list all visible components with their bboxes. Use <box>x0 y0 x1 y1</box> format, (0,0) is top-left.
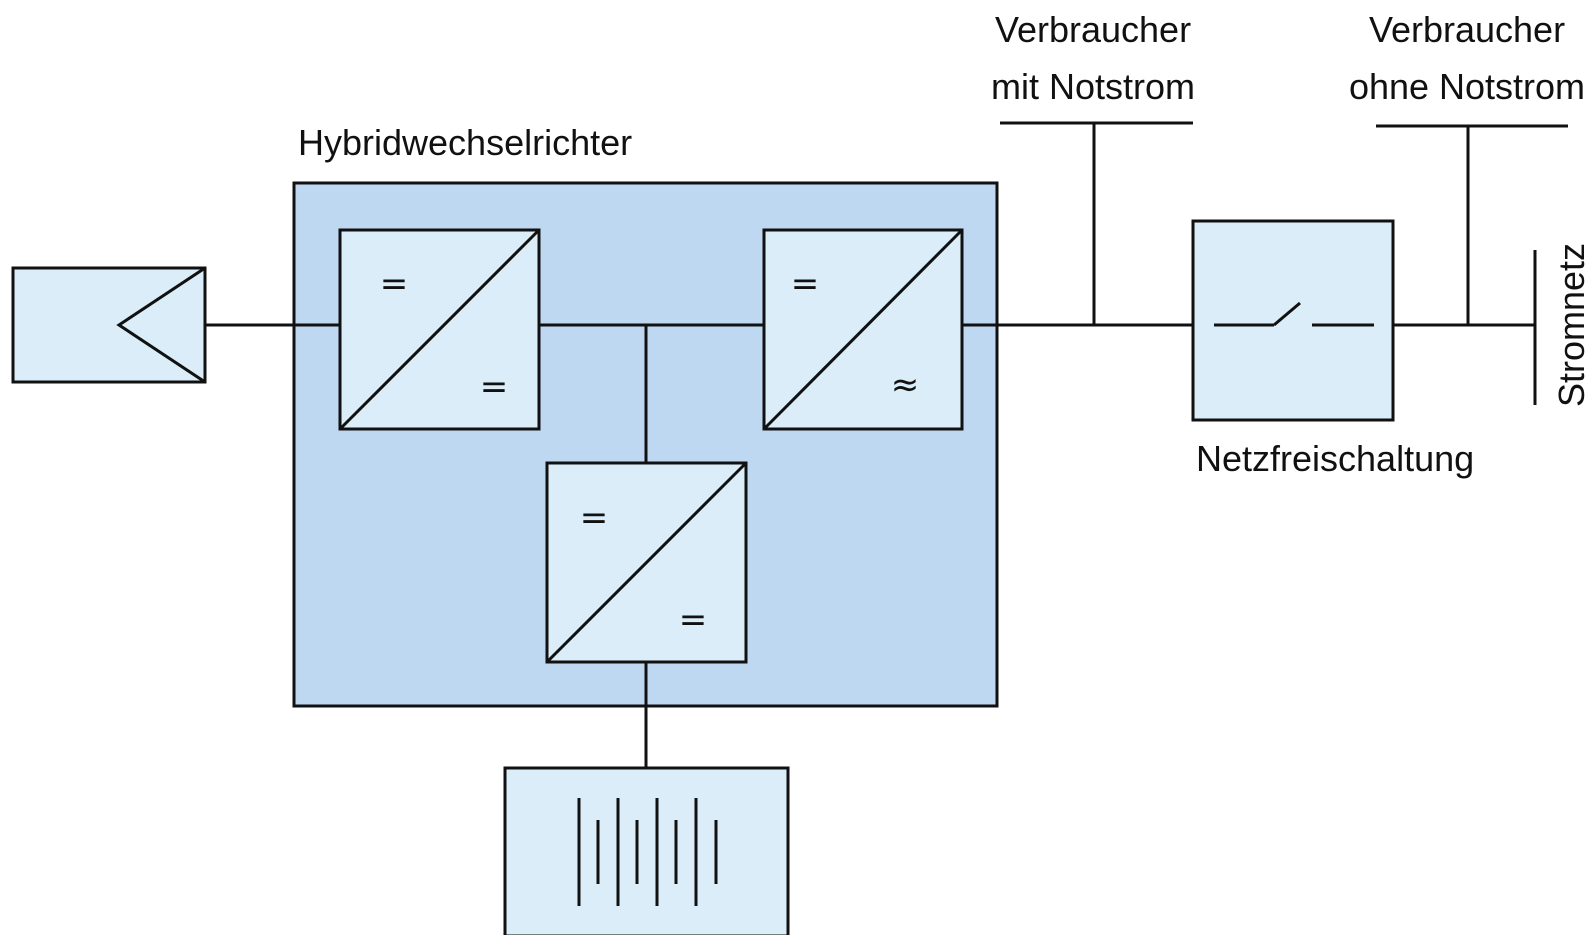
grid-disconnect-label: Netzfreischaltung <box>1196 438 1474 479</box>
pv-dcdc-output-symbol: = <box>480 367 509 407</box>
battery-icon <box>577 798 718 906</box>
grid-disconnect <box>1191 219 1395 422</box>
dcac-input-symbol: = <box>791 264 820 304</box>
battery-dcdc-output-symbol: = <box>679 600 708 640</box>
pv-module <box>11 266 207 384</box>
dcac-output-symbol: ≈ <box>891 365 920 405</box>
pv-dcdc-input-symbol: = <box>380 264 409 304</box>
hybrid-inverter-label: Hybridwechselrichter <box>298 122 632 163</box>
pv-dcdc-converter: = = <box>338 228 541 431</box>
battery-dcdc-converter: = = <box>545 461 748 664</box>
grid-label: Stromnetz <box>1551 243 1592 407</box>
dcac-inverter: = ≈ <box>762 228 964 431</box>
consumer-nobackup-label-2: ohne Notstrom <box>1349 66 1585 107</box>
consumer-backup-label-1: Verbraucher <box>995 9 1191 50</box>
battery <box>503 766 790 935</box>
pv-module-icon <box>116 266 206 384</box>
open-switch-icon <box>1214 301 1374 327</box>
consumer-backup-label-2: mit Notstrom <box>991 66 1195 107</box>
battery-dcdc-input-symbol: = <box>580 498 609 538</box>
consumer-nobackup-label-1: Verbraucher <box>1369 9 1565 50</box>
